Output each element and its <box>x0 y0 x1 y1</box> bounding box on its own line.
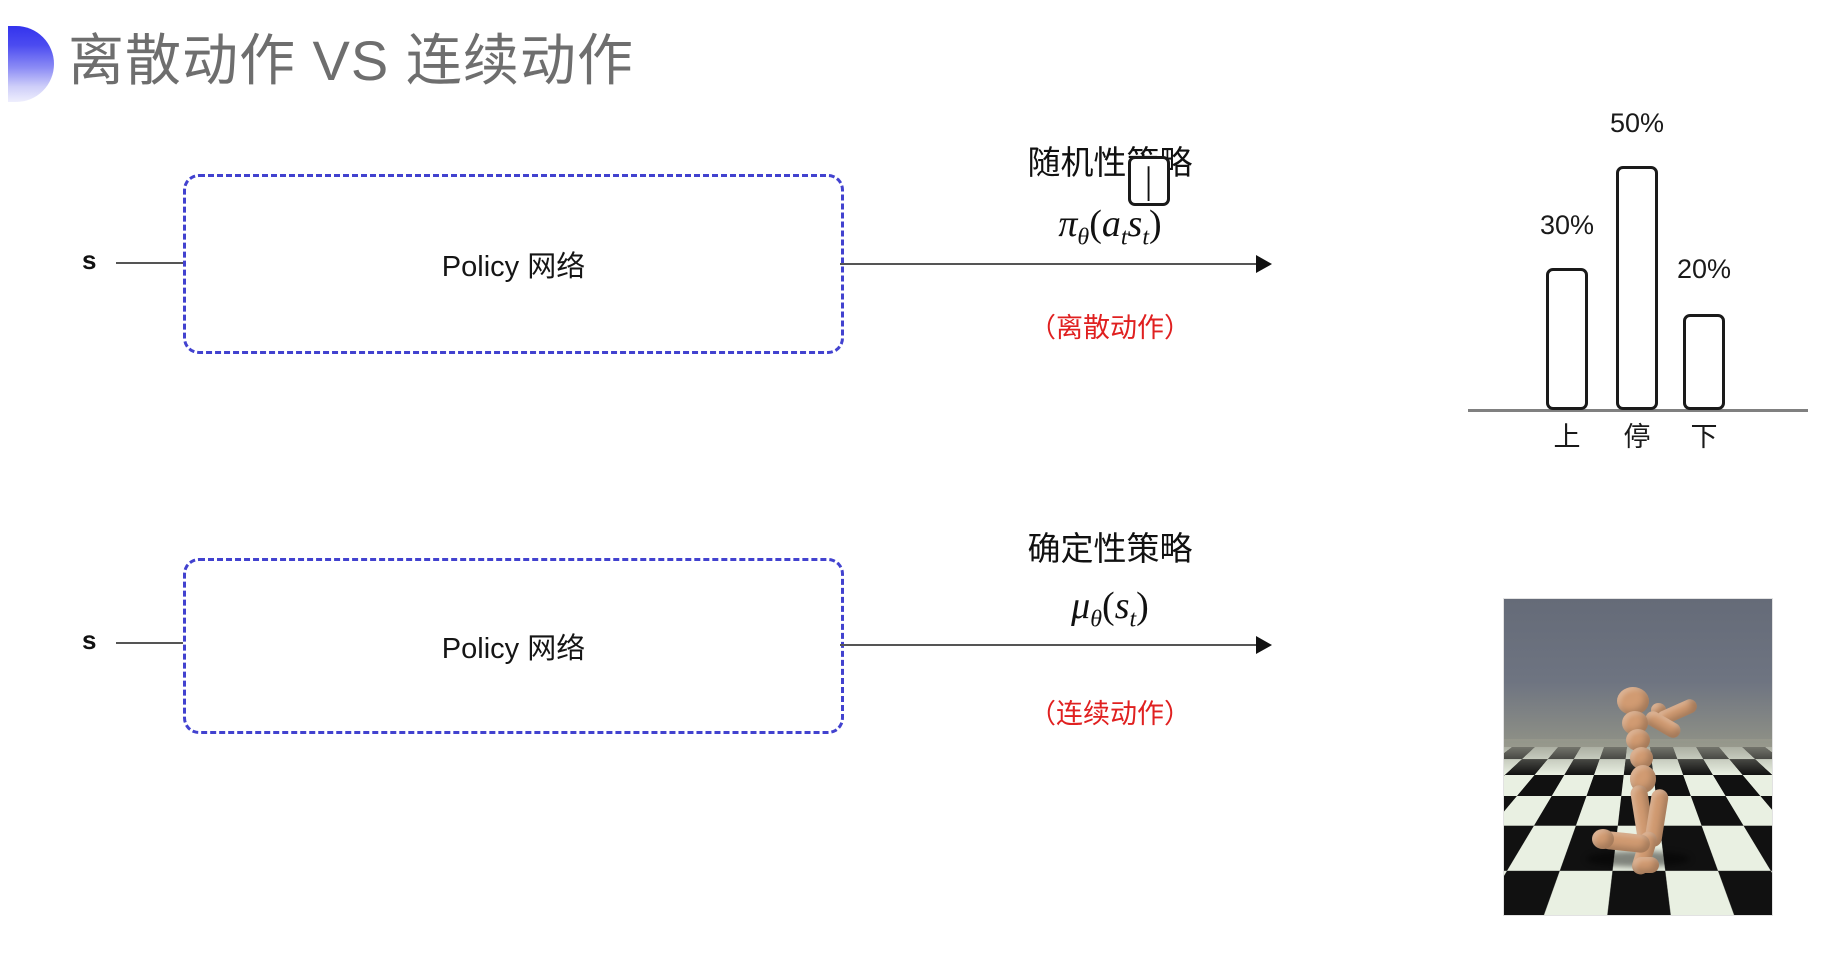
formula-arg-a-sub: t <box>1120 224 1128 251</box>
bar-value-down: 20% <box>1676 254 1732 284</box>
humanoid-knee-back <box>1592 829 1614 849</box>
bar-value-up: 30% <box>1539 210 1595 240</box>
formula-mu-close-paren: ) <box>1136 585 1149 627</box>
formula-arg-s: s <box>1127 203 1143 245</box>
input-state-label-continuous: s <box>82 625 97 655</box>
output-arrow-head-continuous <box>1256 636 1272 654</box>
policy-kind-deterministic: 确定性策略 <box>1027 530 1193 567</box>
output-arrow-line-discrete <box>840 263 1260 265</box>
formula-mu-open-paren: ( <box>1102 585 1115 627</box>
policy-network-box-discrete[interactable]: Policy 网络 <box>183 174 844 354</box>
formula-sub-theta: θ <box>1077 224 1090 251</box>
policy-network-label-discrete: Policy 网络 <box>441 251 586 283</box>
bar-value-stop: 50% <box>1609 108 1665 138</box>
bar-category-down: 下 <box>1690 422 1718 452</box>
output-arrow-line-continuous <box>840 644 1260 646</box>
formula-stochastic-policy: πθ(at |st) <box>900 155 1320 252</box>
formula-fn-mu: μ <box>1071 585 1091 627</box>
chart-x-axis <box>1468 409 1808 412</box>
bar-up <box>1546 268 1588 410</box>
formula-arg-s-sub: t <box>1142 224 1149 251</box>
bar-down <box>1683 314 1725 410</box>
bar-category-stop: 停 <box>1623 422 1651 452</box>
output-arrow-head-discrete <box>1256 255 1272 273</box>
title-bullet-decoration <box>8 26 54 102</box>
policy-kind-stochastic: 随机性策略 <box>1027 144 1193 181</box>
formula-close-paren: ) <box>1148 203 1162 245</box>
formula-open-paren: ( <box>1089 203 1102 245</box>
page-title: 离散动作 VS 连续动作 <box>68 29 634 92</box>
formula-mu-arg-s: s <box>1114 585 1130 627</box>
humanoid-head <box>1617 687 1649 715</box>
humanoid-foot <box>1633 857 1659 873</box>
input-state-label-discrete: s <box>82 245 97 275</box>
formula-arg-a: a <box>1101 203 1121 245</box>
policy-network-label-continuous: Policy 网络 <box>441 633 586 665</box>
input-arrow-line-discrete <box>116 262 200 264</box>
discrete-action-bar-chart: 30% 上 50% 停 20% 下 <box>1468 96 1808 456</box>
formula-deterministic-policy: μθ(st) <box>900 584 1320 634</box>
action-tag-continuous: （连续动作） <box>1029 699 1191 729</box>
formula-conditional-bar: | <box>1127 155 1170 206</box>
action-tag-discrete: （离散动作） <box>1029 313 1191 343</box>
formula-mu-sub-theta: θ <box>1090 606 1103 633</box>
input-arrow-line-continuous <box>116 642 200 644</box>
policy-network-box-continuous[interactable]: Policy 网络 <box>183 558 844 734</box>
humanoid-simulation-image <box>1503 598 1773 916</box>
bar-stop <box>1616 166 1658 410</box>
humanoid-abdomen <box>1626 729 1650 751</box>
bar-category-up: 上 <box>1553 422 1581 452</box>
formula-mu-arg-s-sub: t <box>1129 606 1137 633</box>
formula-fn-pi: π <box>1058 203 1078 245</box>
humanoid-pelvis-upper <box>1630 747 1653 769</box>
